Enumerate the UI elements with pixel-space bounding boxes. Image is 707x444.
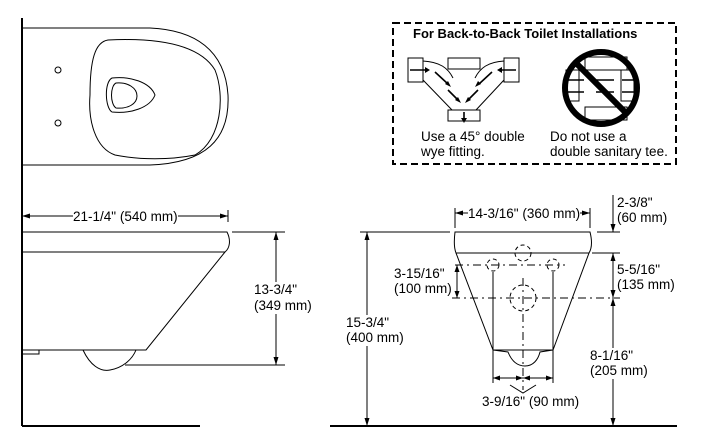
inset-title: For Back-to-Back Toilet Installations bbox=[413, 26, 638, 41]
side-length-label: 21-1/4" (540 mm) bbox=[73, 209, 178, 225]
side-height-in-label: 13-3/4" bbox=[254, 282, 298, 298]
total-height-in-label: 15-3/4" bbox=[346, 315, 390, 331]
outlet-offset-in-label: 5-5/16" bbox=[617, 262, 661, 277]
bolt-vertical-in-label: 3-15/16" bbox=[394, 266, 445, 281]
double-wye-fitting-icon bbox=[407, 57, 520, 123]
total-height-mm-label: (400 mm) bbox=[346, 330, 404, 346]
tee-caption-line2: double sanitary tee. bbox=[550, 144, 668, 159]
plan-view bbox=[22, 27, 229, 166]
outlet-offset-mm-label: (135 mm) bbox=[617, 277, 675, 292]
rim-mm-label: (60 mm) bbox=[617, 210, 668, 225]
outlet-height-in-label: 8-1/16" bbox=[590, 348, 634, 364]
back-to-back-inset bbox=[392, 22, 677, 165]
side-view bbox=[21, 210, 285, 371]
front-view bbox=[360, 195, 620, 426]
tee-caption-line1: Do not use a bbox=[550, 129, 627, 144]
wye-caption-line1: Use a 45° double bbox=[421, 129, 525, 144]
side-height-mm-label: (349 mm) bbox=[254, 298, 312, 314]
bolt-horizontal-label: 3-9/16" (90 mm) bbox=[482, 394, 580, 409]
bolt-vertical-mm-label: (100 mm) bbox=[394, 281, 452, 296]
no-sanitary-tee-icon bbox=[562, 49, 640, 127]
wye-caption-line2: wye fitting. bbox=[421, 144, 485, 159]
outlet-height-mm-label: (205 mm) bbox=[590, 363, 648, 379]
front-width-label: 14-3/16" (360 mm) bbox=[468, 206, 581, 222]
rim-in-label: 2-3/8" bbox=[617, 195, 653, 210]
